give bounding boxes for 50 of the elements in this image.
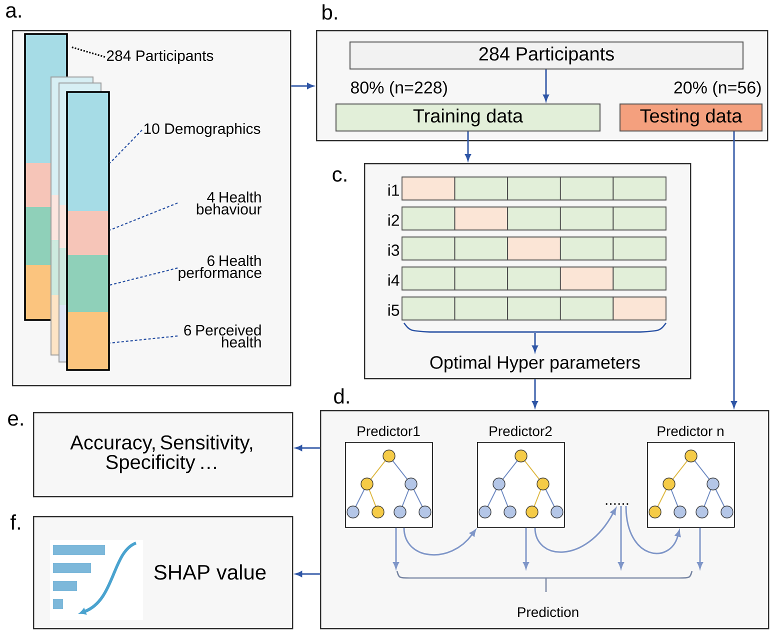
row-label: i1 bbox=[388, 184, 400, 196]
panel-letter: f. bbox=[10, 514, 20, 530]
panel-letter: c. bbox=[332, 170, 346, 182]
arrow bbox=[465, 132, 471, 161]
annotation-text: 4 Health behaviour bbox=[196, 192, 262, 214]
arrow bbox=[731, 132, 737, 408]
arrow bbox=[291, 83, 314, 89]
ellipsis-text: ...... bbox=[606, 503, 628, 505]
arrow bbox=[618, 506, 624, 569]
leader-line bbox=[110, 335, 178, 344]
arrow bbox=[523, 528, 529, 569]
arrow bbox=[295, 571, 320, 577]
arrow bbox=[295, 445, 320, 451]
data-box: 284 Participants bbox=[350, 42, 744, 70]
arrow bbox=[532, 379, 538, 408]
metrics-text: SHAP value bbox=[154, 564, 266, 580]
result-text: Prediction bbox=[518, 606, 578, 618]
box-heading: Predictor n bbox=[658, 426, 724, 436]
annotation-text: 6 Health performance bbox=[178, 255, 262, 281]
box-heading: Predictor1 bbox=[358, 426, 420, 436]
leader-line bbox=[110, 202, 178, 231]
row-label: i5 bbox=[388, 304, 400, 316]
panel-letter: b. bbox=[322, 4, 337, 20]
panel-letter: a. bbox=[6, 6, 21, 18]
bracket bbox=[396, 570, 693, 592]
annotation-text: 284 Participants bbox=[106, 50, 214, 64]
result-text: Optimal Hyper parameters bbox=[430, 356, 640, 372]
panel-letter: d. bbox=[334, 388, 349, 404]
arrow bbox=[393, 528, 399, 569]
metrics-text: Accuracy, Sensitivity, Specificity … bbox=[70, 434, 252, 474]
row-label: i3 bbox=[388, 244, 400, 256]
data-box: Training data bbox=[336, 104, 600, 132]
arrow bbox=[532, 333, 538, 352]
split-label: 20% (n=56) bbox=[674, 81, 761, 97]
leader-line bbox=[110, 130, 142, 164]
annotation-text: 6 Perceived health bbox=[184, 324, 261, 348]
arrow bbox=[403, 528, 476, 556]
row-label: i2 bbox=[388, 214, 399, 226]
annotation-text: 10 Demographics bbox=[144, 123, 260, 137]
leader-line bbox=[70, 46, 106, 58]
arrow bbox=[534, 508, 616, 553]
arrow bbox=[697, 528, 703, 569]
row-label: i4 bbox=[388, 274, 400, 286]
arrow bbox=[625, 506, 681, 554]
arrow bbox=[543, 70, 549, 102]
panel-letter: e. bbox=[8, 414, 23, 426]
box-heading: Predictor2 bbox=[490, 426, 552, 436]
leader-line bbox=[110, 267, 178, 286]
data-box: Testing data bbox=[620, 104, 763, 132]
split-label: 80% (n=228) bbox=[350, 81, 447, 97]
